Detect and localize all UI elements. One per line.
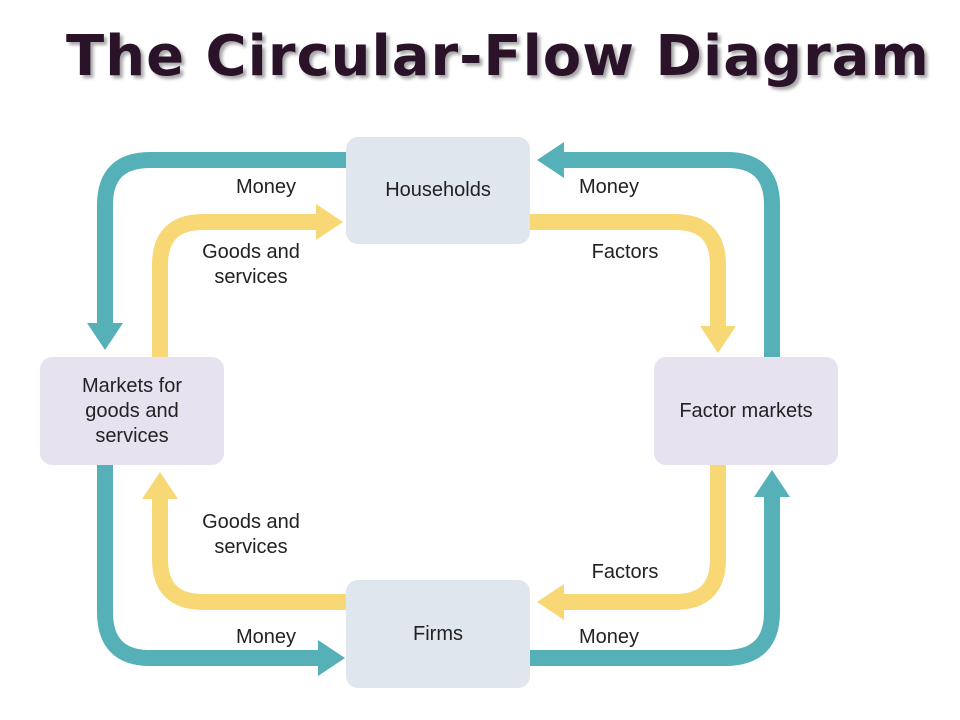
money-label-bottom-right: Money — [578, 626, 640, 648]
money-label-top-right: Money — [578, 176, 640, 198]
goods-label-top: Goods and services — [202, 241, 300, 288]
money-arrowhead-up — [754, 470, 790, 497]
money-arrowhead-right — [318, 640, 345, 676]
money-flow-bottom-right — [530, 495, 780, 666]
money-arrowhead-left — [537, 142, 564, 178]
goods-markets-label: Markets for goods and services — [81, 374, 183, 447]
goods-markets-box: Markets for goods and services — [40, 357, 224, 465]
money-flow-bottom-left — [97, 465, 322, 666]
households-box: Households — [346, 137, 530, 244]
money-flow-top-right — [562, 152, 780, 357]
goods-arrowhead-right — [316, 204, 343, 240]
factors-label-bottom: Factors — [591, 561, 659, 583]
money-label-top-left: Money — [235, 176, 297, 198]
factors-arrowhead-down — [700, 326, 736, 353]
factor-markets-box: Factor markets — [654, 357, 838, 465]
money-arrowhead-down — [87, 323, 123, 350]
money-flow-top-left — [97, 152, 346, 325]
money-label-bottom-left: Money — [235, 626, 297, 648]
goods-flow-bottom — [152, 497, 346, 610]
factors-flow-top — [530, 214, 726, 328]
firms-label: Firms — [413, 622, 463, 645]
goods-flow-top — [152, 214, 318, 357]
factor-markets-label: Factor markets — [679, 399, 813, 422]
households-label: Households — [385, 179, 491, 201]
factors-label-top: Factors — [591, 241, 659, 263]
page-title: The Circular-Flow Diagram — [66, 24, 930, 89]
firms-box: Firms — [346, 580, 530, 688]
goods-label-bottom: Goods and services — [202, 511, 300, 558]
factors-flow-bottom — [562, 465, 726, 610]
factors-arrowhead-left — [537, 584, 564, 620]
goods-arrowhead-up — [142, 472, 178, 499]
